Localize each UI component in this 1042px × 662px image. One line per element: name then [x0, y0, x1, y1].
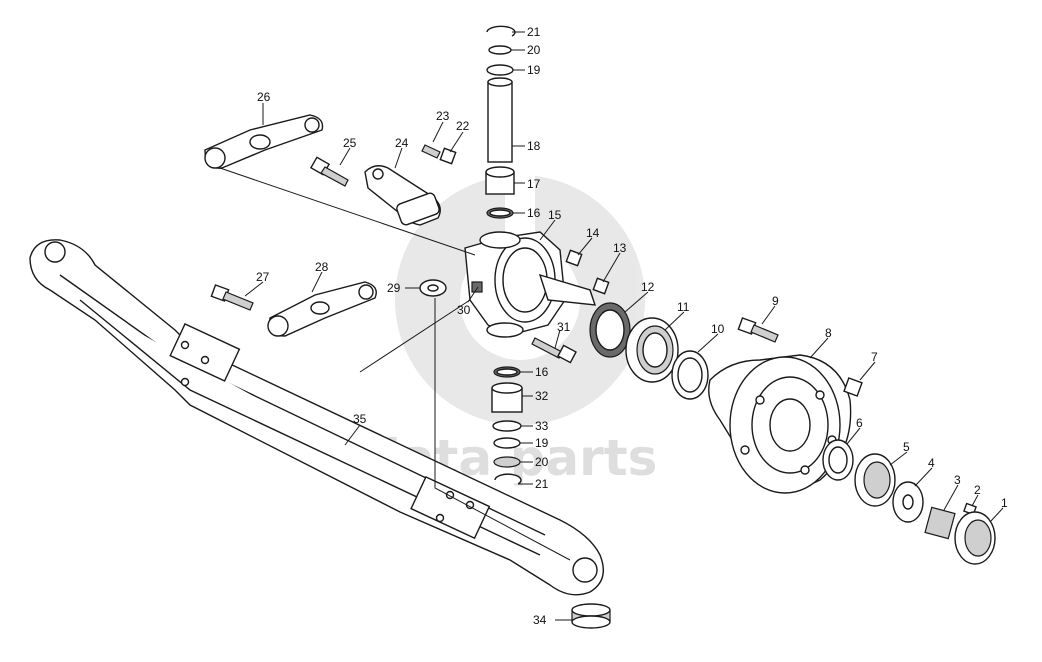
assembly-lines — [219, 167, 571, 561]
tie-rod-arm — [364, 165, 441, 226]
bolt-25 — [309, 156, 349, 187]
callout-21: 21 — [527, 25, 541, 39]
callout-3: 3 — [954, 473, 961, 487]
callout-18: 18 — [527, 139, 541, 153]
callout-16-lower: 16 — [535, 365, 549, 379]
callout-20-lower: 20 — [535, 455, 549, 469]
kingpin — [487, 81, 513, 163]
leader-lines — [244, 31, 1004, 621]
callout-labels: 1 2 3 4 5 6 7 8 9 10 11 12 13 14 15 16 1… — [256, 25, 1008, 627]
callout-26: 26 — [257, 90, 271, 104]
bolt-23 — [421, 144, 441, 159]
bolt-31 — [531, 337, 577, 364]
callout-12: 12 — [641, 280, 655, 294]
bolts — [210, 144, 779, 364]
bushing-34 — [571, 603, 611, 629]
callout-16: 16 — [527, 206, 541, 220]
steering-arm-lower — [267, 281, 377, 337]
callout-4: 4 — [928, 456, 935, 470]
callout-25: 25 — [343, 136, 357, 150]
callout-34: 34 — [533, 613, 547, 627]
callout-14: 14 — [586, 226, 600, 240]
callout-29: 29 — [387, 281, 401, 295]
callout-19: 19 — [527, 63, 541, 77]
callout-5: 5 — [903, 440, 910, 454]
callout-20: 20 — [527, 43, 541, 57]
callout-30: 30 — [457, 303, 471, 317]
callout-15: 15 — [548, 208, 562, 222]
hub-outer-parts — [822, 439, 996, 565]
callout-24: 24 — [395, 136, 409, 150]
callout-23: 23 — [436, 109, 450, 123]
callout-7: 7 — [871, 350, 878, 364]
callout-32: 32 — [535, 389, 549, 403]
callout-11: 11 — [677, 300, 690, 314]
callout-22: 22 — [456, 119, 470, 133]
callout-8: 8 — [825, 326, 832, 340]
callout-21-lower: 21 — [535, 477, 549, 491]
callout-2: 2 — [974, 483, 981, 497]
callout-19-lower: 19 — [535, 436, 549, 450]
callout-10: 10 — [711, 322, 725, 336]
hub-inner-parts — [589, 302, 709, 400]
steering-arm-upper — [204, 114, 324, 169]
bolts-13-14 — [565, 249, 610, 295]
callout-27: 27 — [256, 270, 270, 284]
callout-1: 1 — [1001, 496, 1008, 510]
steering-knuckle — [464, 231, 597, 338]
upper-kingpin-stack — [485, 25, 516, 219]
callout-35: 35 — [353, 412, 367, 426]
callout-28: 28 — [315, 260, 329, 274]
nut-22 — [439, 147, 457, 165]
callout-31: 31 — [557, 320, 571, 334]
callout-13: 13 — [613, 241, 627, 255]
ring-upper — [486, 64, 514, 76]
axle-beam — [29, 239, 604, 596]
bolt-9 — [737, 317, 779, 343]
washer-29 — [419, 279, 447, 297]
wheel-nut-7 — [843, 377, 863, 397]
callout-9: 9 — [772, 294, 779, 308]
wheel-hub — [708, 354, 852, 494]
callout-33: 33 — [535, 419, 549, 433]
cap-upper — [488, 45, 512, 55]
callout-6: 6 — [856, 416, 863, 430]
callout-17: 17 — [527, 177, 541, 191]
bolt-27 — [210, 284, 254, 311]
circlip-upper — [486, 25, 516, 37]
